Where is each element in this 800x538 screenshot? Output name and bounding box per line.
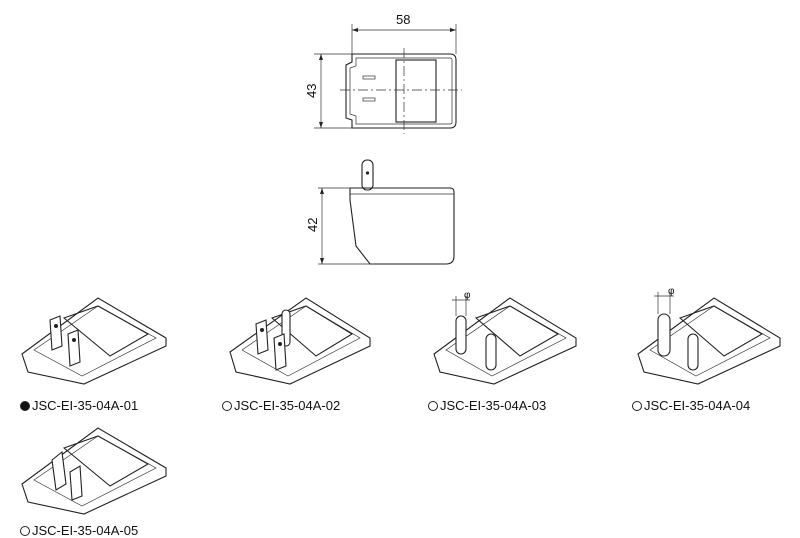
radio-selected-icon[interactable] xyxy=(20,400,30,411)
variant-03-illustration: φ xyxy=(433,290,577,385)
radio-icon[interactable] xyxy=(222,400,232,411)
pin-diameter-label-03: φ xyxy=(464,290,471,301)
top-view: 58 43 xyxy=(304,12,462,134)
variant-label-01: JSC-EI-35-04A-01 xyxy=(32,398,139,413)
variant-label-02: JSC-EI-35-04A-02 xyxy=(234,398,341,413)
variant-label-04: JSC-EI-35-04A-04 xyxy=(644,398,751,413)
height-dimension: 43 xyxy=(304,84,319,98)
side-height-dimension: 42 xyxy=(305,218,320,232)
radio-icon[interactable] xyxy=(20,525,30,536)
width-dimension: 58 xyxy=(396,12,410,27)
variant-option-02[interactable]: JSC-EI-35-04A-02 xyxy=(222,398,340,413)
variant-02-illustration xyxy=(229,297,371,385)
variant-label-05: JSC-EI-35-04A-05 xyxy=(32,523,139,538)
variant-04-illustration: φ xyxy=(637,286,781,385)
variant-05-illustration xyxy=(21,427,167,515)
radio-icon[interactable] xyxy=(428,400,438,411)
side-view: 42 xyxy=(305,159,455,265)
variant-option-05[interactable]: JSC-EI-35-04A-05 xyxy=(20,523,138,538)
radio-icon[interactable] xyxy=(632,400,642,411)
variant-option-03[interactable]: JSC-EI-35-04A-03 xyxy=(428,398,546,413)
variant-label-03: JSC-EI-35-04A-03 xyxy=(440,398,547,413)
variant-option-04[interactable]: JSC-EI-35-04A-04 xyxy=(632,398,750,413)
variant-01-illustration xyxy=(21,297,167,385)
pin-diameter-label-04: φ xyxy=(668,286,675,297)
variant-option-01[interactable]: JSC-EI-35-04A-01 xyxy=(20,398,138,413)
